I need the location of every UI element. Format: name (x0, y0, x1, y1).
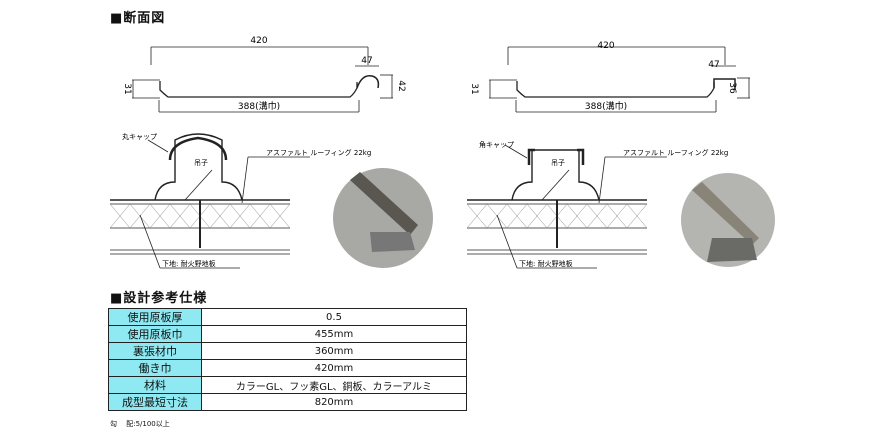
left-height-left: 31 (122, 83, 132, 94)
left-groove-width: 388(溝巾) (238, 100, 280, 112)
right-groove-width: 388(溝巾) (585, 100, 627, 112)
left-width-total: 420 (250, 36, 267, 46)
spec-label: 裏張材巾 (108, 342, 202, 360)
right-hanger-label: 吊子 (551, 159, 565, 167)
left-cap-width: 47 (361, 56, 372, 66)
spec-label: 成型最短寸法 (108, 393, 202, 411)
spec-label: 働き巾 (108, 359, 202, 377)
spec-value: 420mm (201, 359, 467, 377)
spec-value: 820mm (201, 393, 467, 411)
right-height-left: 31 (469, 83, 479, 94)
spec-value: 0.5 (201, 308, 467, 326)
right-photo (681, 173, 775, 267)
slope-note: 勾 配:5/100以上 (110, 420, 170, 428)
spec-label: 使用原板巾 (108, 325, 202, 343)
right-base-label: 下地: 耐火野地板 (519, 259, 573, 268)
spec-label: 使用原板厚 (108, 308, 202, 326)
spec-label: 材料 (108, 376, 202, 394)
spec-value: 360mm (201, 342, 467, 360)
right-cap-width: 47 (708, 60, 719, 70)
right-width-total: 420 (597, 41, 614, 51)
left-roofing-label: アスファルト ルーフィング 22kg (266, 148, 371, 157)
left-height-right: 42 (396, 80, 406, 91)
left-base-label: 下地: 耐火野地板 (162, 259, 216, 268)
spec-value: 455mm (201, 325, 467, 343)
right-cap-label: 角キャップ (479, 140, 514, 149)
right-roofing-label: アスファルト ルーフィング 22kg (623, 148, 728, 157)
right-height-right: 36 (727, 82, 737, 94)
spec-title: ■設計参考仕様 (110, 291, 208, 306)
left-hanger-label: 吊子 (194, 159, 208, 167)
left-cap-label: 丸キャップ (122, 132, 157, 141)
section-title: ■断面図 (110, 11, 166, 26)
spec-value: カラーGL、フッ素GL、銅板、カラーアルミ (201, 376, 467, 394)
left-photo (333, 168, 433, 268)
spec-row: 材料カラーGL、フッ素GL、銅板、カラーアルミ (108, 376, 467, 394)
right-diagram: 420 47 31 36 388(溝巾) 角キャップ 吊子 アスファルト ルーフ… (466, 41, 775, 269)
left-diagram: 420 47 31 42 388(溝巾) 丸キャップ 吊子 アスファルト ルーフ… (109, 36, 433, 269)
